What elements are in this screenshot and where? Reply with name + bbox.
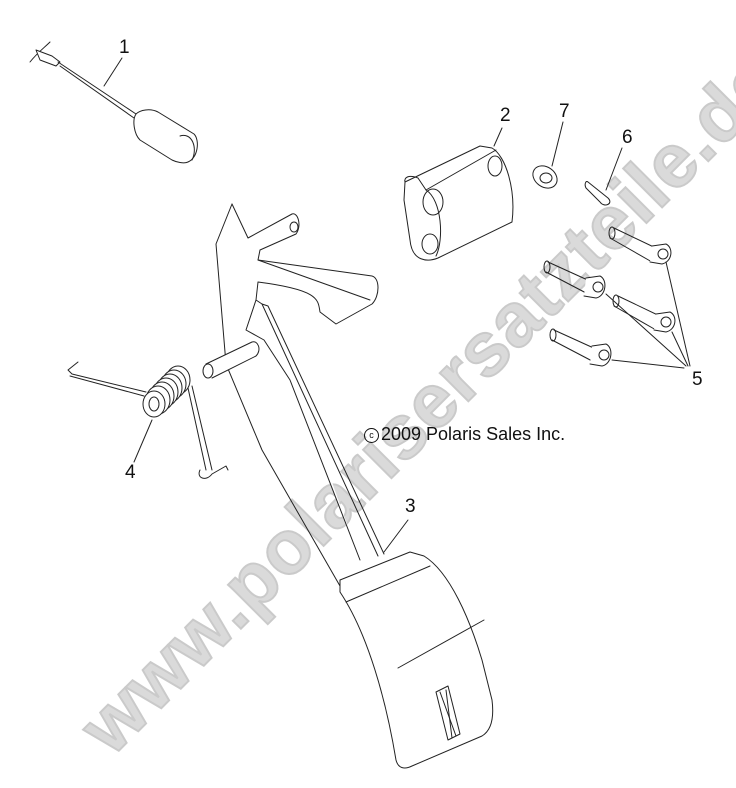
part-3-pedal (215, 203, 494, 769)
part-2-block (403, 127, 514, 261)
callout-2: 2 (500, 105, 511, 126)
copyright-icon: c (364, 428, 379, 443)
callout-3: 3 (405, 496, 416, 517)
part-4-spring (67, 361, 229, 479)
part-5-screws (543, 226, 691, 369)
pin (202, 341, 260, 379)
callout-4: 4 (125, 462, 136, 483)
part-7-washer (532, 121, 564, 189)
callout-1: 1 (119, 37, 130, 58)
copyright-text: 2009 Polaris Sales Inc. (381, 424, 566, 444)
callout-5: 5 (692, 369, 703, 390)
callout-6: 6 (622, 127, 633, 148)
callout-7: 7 (559, 101, 570, 122)
part-1-sensor (29, 41, 198, 164)
part-6-cotter-pin (584, 147, 623, 206)
